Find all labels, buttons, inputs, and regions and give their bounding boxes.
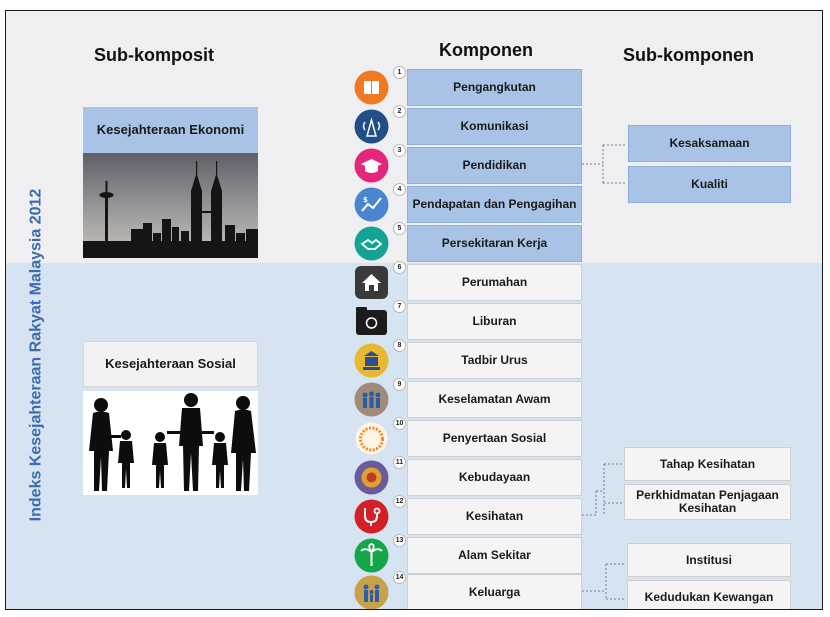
- city-skyline-photo: [83, 153, 258, 258]
- komponen-label: Keselamatan Awam: [407, 381, 582, 418]
- komponen-label: Tadbir Urus: [407, 342, 582, 379]
- governance-icon: [354, 343, 389, 378]
- komponen-number: 10: [393, 417, 406, 430]
- komponen-number: 3: [393, 144, 406, 157]
- stethoscope-icon: [354, 499, 389, 534]
- komponen-label: Pengangkutan: [407, 69, 582, 106]
- handshake-icon: [354, 226, 389, 261]
- komponen-item-alam-sekitar: 13 Alam Sekitar: [354, 534, 584, 574]
- komponen-number: 6: [393, 261, 406, 274]
- komponen-number: 7: [393, 300, 406, 313]
- komponen-item-pengangkutan: 1 Pengangkutan: [354, 66, 584, 106]
- svg-text:$: $: [363, 196, 368, 204]
- vertical-title-text: Indeks Kesejahteraan Rakyat Malaysia 201…: [27, 188, 45, 522]
- sub-komposit-ekonomi: Kesejahteraan Ekonomi: [83, 107, 258, 153]
- komponen-item-kebudayaan: 11 Kebudayaan: [354, 456, 584, 496]
- antenna-icon: [354, 109, 389, 144]
- sub-komponen-institusi: Institusi: [627, 543, 791, 577]
- sub-komponen-kedudukan-kewangan: Kedudukan Kewangan: [627, 580, 791, 609]
- komponen-label: Kesihatan: [407, 498, 582, 535]
- house-icon: [354, 265, 389, 300]
- komponen-number: 13: [393, 534, 406, 547]
- komponen-item-keluarga: 14 Keluarga: [354, 571, 584, 609]
- book-icon: [354, 70, 389, 105]
- komponen-label: Persekitaran Kerja: [407, 225, 582, 262]
- income-chart-icon: $: [354, 187, 389, 222]
- komponen-item-pendidikan: 3 Pendidikan: [354, 144, 584, 184]
- komponen-label: Perumahan: [407, 264, 582, 301]
- komponen-label: Penyertaan Sosial: [407, 420, 582, 457]
- sub-komponen-kesaksamaan: Kesaksamaan: [628, 125, 791, 162]
- heading-sub-komponen: Sub-komponen: [623, 45, 754, 65]
- family-icon: [354, 575, 389, 609]
- komponen-label: Pendapatan dan Pengagihan: [407, 186, 582, 223]
- komponen-label: Liburan: [407, 303, 582, 340]
- komponen-label: Alam Sekitar: [407, 537, 582, 574]
- komponen-number: 4: [393, 183, 406, 196]
- komponen-item-persekitaran-kerja: 5 Persekitaran Kerja: [354, 222, 584, 262]
- people-circle-icon: [354, 421, 389, 456]
- komponen-label: Komunikasi: [407, 108, 582, 145]
- komponen-number: 1: [393, 66, 406, 79]
- heading-komponen: Komponen: [439, 40, 533, 60]
- komponen-item-komunikasi: 2 Komunikasi: [354, 105, 584, 145]
- culture-icon: [354, 460, 389, 495]
- sub-komponen-perkhidmatan-penjagaan-kesihatan: Perkhidmatan Penjagaan Kesihatan: [624, 484, 791, 520]
- komponen-item-perumahan: 6 Perumahan: [354, 261, 584, 301]
- komponen-item-liburan: 7 Liburan: [354, 300, 584, 340]
- komponen-number: 5: [393, 222, 406, 235]
- vertical-title: Indeks Kesejahteraan Rakyat Malaysia 201…: [22, 106, 50, 604]
- komponen-item-penyertaan-sosial: 10 Penyertaan Sosial: [354, 417, 584, 457]
- diagram-frame: Sub-komposit Komponen Sub-komponen Indek…: [5, 10, 823, 610]
- leisure-icon: [354, 304, 389, 339]
- komponen-number: 2: [393, 105, 406, 118]
- komponen-label: Pendidikan: [407, 147, 582, 184]
- komponen-label: Kebudayaan: [407, 459, 582, 496]
- komponen-label: Keluarga: [407, 574, 582, 609]
- palm-tree-icon: [354, 538, 389, 573]
- komponen-item-pendapatan: $ 4 Pendapatan dan Pengagihan: [354, 183, 584, 223]
- komponen-number: 9: [393, 378, 406, 391]
- komponen-item-tadbir-urus: 8 Tadbir Urus: [354, 339, 584, 379]
- sub-komponen-kualiti: Kualiti: [628, 166, 791, 203]
- sub-komposit-sosial: Kesejahteraan Sosial: [83, 341, 258, 387]
- komponen-number: 12: [393, 495, 406, 508]
- family-silhouette-photo: [83, 391, 258, 495]
- graduation-cap-icon: [354, 148, 389, 183]
- heading-sub-komposit: Sub-komposit: [94, 45, 214, 65]
- public-safety-icon: [354, 382, 389, 417]
- sub-komponen-tahap-kesihatan: Tahap Kesihatan: [624, 447, 791, 481]
- komponen-item-kesihatan: 12 Kesihatan: [354, 495, 584, 535]
- komponen-number: 8: [393, 339, 406, 352]
- komponen-item-keselamatan-awam: 9 Keselamatan Awam: [354, 378, 584, 418]
- komponen-number: 11: [393, 456, 406, 469]
- komponen-number: 14: [393, 571, 406, 584]
